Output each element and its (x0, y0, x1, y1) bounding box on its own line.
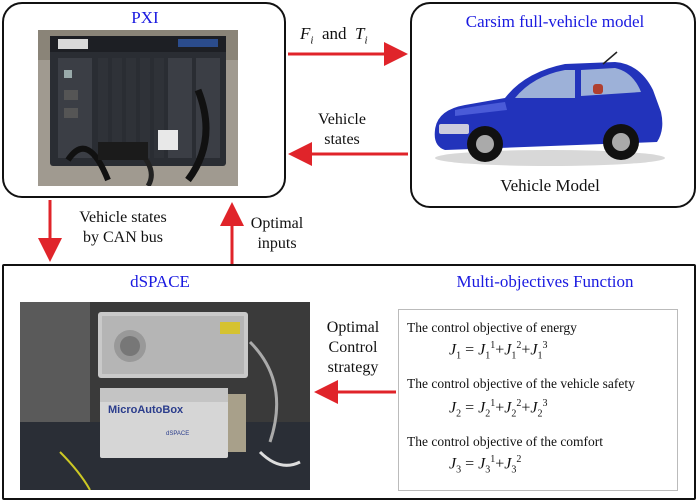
optimal-inputs-label: Optimal inputs (242, 214, 312, 254)
optimal-inputs-line1: Optimal (250, 215, 304, 232)
strategy-line3: strategy (327, 359, 379, 376)
equation-j2: J2 = J21+J22+J23 (449, 398, 548, 420)
equation-j3: J3 = J31+J32 (449, 454, 522, 476)
strategy-line2: Control (328, 339, 378, 356)
carsim-title: Carsim full-vehicle model (465, 12, 645, 31)
microautobox-label: MicroAutoBox (108, 404, 184, 416)
objectives-title: Multi-objectives Function (456, 272, 634, 291)
strategy-line1: Optimal (326, 319, 380, 336)
dspace-small-label: dSPACE (166, 431, 190, 437)
objective-label-safety: The control objective of the vehicle saf… (407, 376, 635, 391)
pxi-chassis-image (38, 30, 238, 186)
objective-label-energy: The control objective of energy (407, 320, 577, 335)
equation-j1: J1 = J11+J12+J13 (449, 340, 548, 362)
dspace-title: dSPACE (130, 272, 190, 291)
objectives-panel: The control objective of energy J1 = J11… (398, 309, 678, 491)
carsim-car-image (434, 51, 665, 166)
forces-torques-label: Fi and Ti (300, 24, 368, 47)
vehicle-model-caption: Vehicle Model (500, 176, 600, 195)
objective-label-comfort: The control objective of the comfort (407, 434, 604, 449)
can-line2: by CAN bus (82, 229, 163, 246)
vehicle-states-line1: Vehicle (318, 111, 366, 128)
can-bus-label: Vehicle states by CAN bus (68, 208, 178, 248)
dspace-hardware-image (20, 302, 310, 490)
vehicle-states-label: Vehicle states (312, 110, 372, 150)
optimal-strategy-label: Optimal Control strategy (316, 318, 390, 378)
vehicle-states-line2: states (324, 131, 360, 148)
pxi-title: PXI (131, 8, 159, 27)
optimal-inputs-line2: inputs (257, 235, 297, 252)
can-line1: Vehicle states (79, 209, 167, 226)
